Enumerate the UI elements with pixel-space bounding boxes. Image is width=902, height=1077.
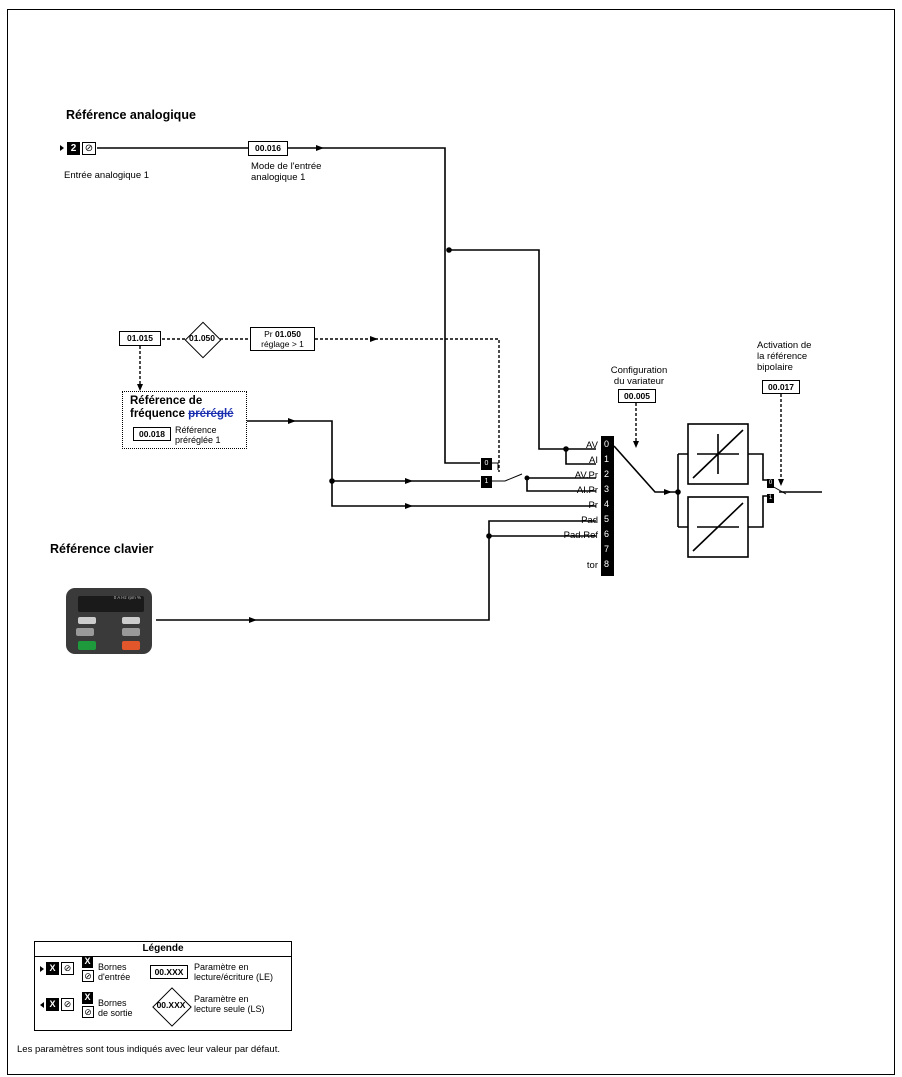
analog-input-terminal: 2 ⊘ [60,142,98,155]
keypad-display: 0 A Hz rpm % [78,595,144,612]
wire-aipr [526,478,596,492]
selector-number-2: 2 [604,469,610,479]
selector-number-4: 4 [604,499,610,509]
selector-label-0: AV [586,440,598,451]
selector-label-4: Pr [588,500,599,511]
legend-rw-param: 00.XXX [150,965,188,979]
analog-mode-label: Mode de l'entrée analogique 1 [251,161,322,183]
zero-symbol-icon: ⊘ [82,142,96,155]
selector-label-2: AV.Pr [574,470,598,481]
drive-config-label: Configuration du variateur [610,365,668,387]
keypad-back-button[interactable] [78,617,96,624]
selector-number-1: 1 [604,454,610,464]
page-frame [7,9,895,1075]
selector-number-8: 8 [604,559,610,569]
keypad-enter-button[interactable] [122,617,140,624]
wire-av [449,249,596,450]
selector-number-0: 0 [604,439,610,449]
wire-ai [565,449,596,465]
bipolar-pos-0: 0 [767,479,774,488]
keypad-reference-title: Référence clavier [50,542,154,556]
legend: Légende X ⊘ X ⊘ Bornes d'entrée X ⊘ X ⊘ … [34,941,292,1031]
selector-label-1: AI [589,455,598,466]
polarity-block-positive [687,423,749,485]
selector-number-7: 7 [604,544,610,554]
param-00017[interactable]: 00.017 [762,380,800,394]
keypad-start-button[interactable] [78,641,96,650]
legend-ro-param: 00.XXX [150,987,192,1027]
polarity-block-negative [687,496,749,558]
condition-box: Pr 01.050 réglage > 1 [250,327,315,351]
analog-reference-title: Référence analogique [66,108,196,122]
reference-selector [601,436,614,576]
switch-pos-0: 0 [481,458,492,470]
param-00005[interactable]: 00.005 [618,389,656,403]
selector-label-6: Pad.Ref [563,530,598,541]
arrow-analog [316,145,324,151]
param-analog-mode[interactable]: 00.016 [248,141,288,156]
terminal-number: 2 [67,142,80,155]
dash-cond-switch [315,338,500,472]
analog-input-label: Entrée analogique 1 [64,170,150,181]
keypad-device[interactable]: 0 A Hz rpm % [66,588,152,654]
selector-label-8: tor [586,560,598,571]
selector-number-5: 5 [604,514,610,524]
keypad-stop-button[interactable] [122,641,140,650]
param-01050-diamond[interactable]: 01.050 [184,321,222,359]
param-01015[interactable]: 01.015 [119,331,161,346]
selector-label-3: AI.Pr [576,485,598,496]
input-arrow-icon [60,145,64,151]
keypad-wire-pad [156,520,596,621]
keypad-down-button[interactable] [76,628,94,636]
selector-label-5: Pad [581,515,598,526]
selector-number-6: 6 [604,529,610,539]
keypad-up-button[interactable] [122,628,140,636]
junction-dot-av [563,446,569,452]
selector-output [613,445,678,493]
bipolar-label: Activation de la référence bipolaire [757,340,812,373]
preset-reference-box: Référence de fréquence préréglé 00.018 R… [122,391,247,449]
bipolar-pos-1: 1 [767,494,774,503]
param-00018[interactable]: 00.018 [133,427,171,441]
switch-pos-1: 1 [481,476,492,488]
footnote: Les paramètres sont tous indiqués avec l… [17,1044,280,1055]
selector-number-3: 3 [604,484,610,494]
